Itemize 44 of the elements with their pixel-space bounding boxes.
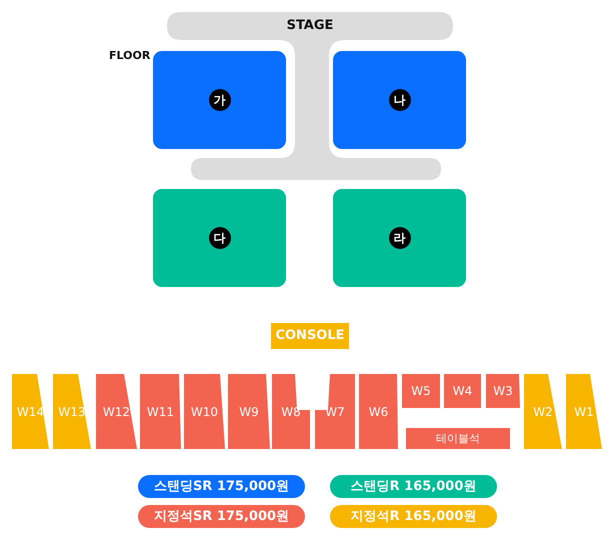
section-label: W14: [16, 404, 46, 420]
section-label: W1: [573, 404, 595, 420]
seat-section: [228, 374, 270, 449]
seat-section: [315, 374, 355, 449]
seat-section: [184, 374, 225, 449]
seat-section: [140, 374, 181, 449]
section-label: 테이블석: [435, 430, 481, 446]
floor-label: FLOOR: [109, 49, 150, 62]
seat-section: [486, 374, 520, 408]
seat-section: [12, 374, 49, 449]
price-tag: 지정석R 165,000원: [330, 505, 497, 528]
section-badge: 가: [208, 89, 230, 111]
section-badge: 라: [388, 227, 410, 249]
seat-section: [566, 374, 602, 449]
floor-section: [153, 51, 286, 149]
floor-section: [153, 189, 286, 287]
price-tag: 스탠딩SR 175,000원: [138, 475, 305, 498]
section-label: W6: [368, 404, 390, 420]
section-label: W3: [492, 383, 514, 399]
section-label: W11: [146, 404, 176, 420]
price-tag: 지정석SR 175,000원: [138, 505, 305, 528]
stage: [167, 12, 453, 180]
seat-section: [53, 374, 91, 449]
section-label: W4: [452, 383, 474, 399]
section-label: W13: [57, 404, 87, 420]
section-badge: 다: [208, 227, 230, 249]
section-label: W2: [532, 404, 554, 420]
section-label: W12: [102, 404, 132, 420]
price-tag: 스탠딩R 165,000원: [330, 475, 497, 498]
section-badge: 나: [388, 89, 410, 111]
section-label: W10: [190, 404, 220, 420]
seat-section: [524, 374, 562, 449]
seat-section: [444, 374, 481, 408]
seat-section: [359, 374, 398, 449]
section-label: W5: [410, 383, 432, 399]
seat-section: [272, 374, 310, 449]
seat-section: [402, 374, 440, 408]
console-area: CONSOLE: [271, 323, 349, 349]
floor-section: [333, 51, 466, 149]
stage-label: STAGE: [286, 18, 334, 33]
seat-section: [406, 428, 510, 449]
section-label: W9: [238, 404, 260, 420]
seat-section: [96, 374, 137, 449]
floor-section: [333, 189, 466, 287]
